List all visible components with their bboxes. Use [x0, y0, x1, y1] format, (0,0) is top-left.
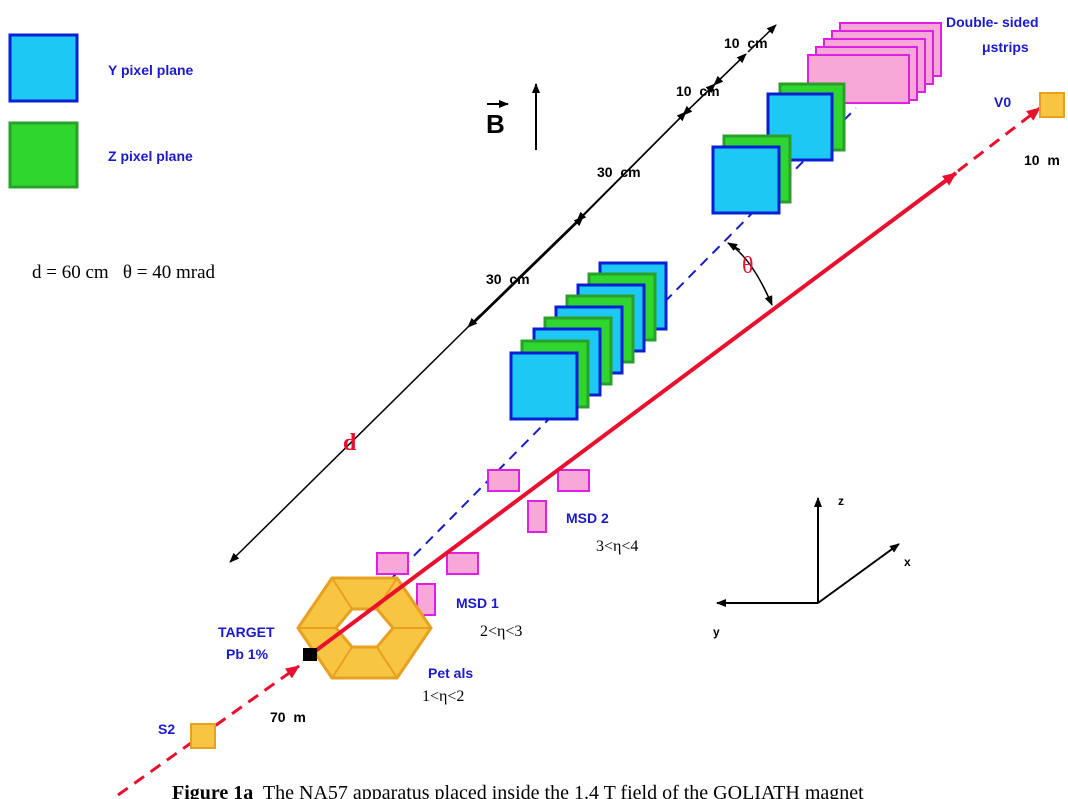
msd2-box-vertical — [527, 500, 547, 533]
target-block — [303, 648, 317, 661]
d-label: d — [343, 430, 357, 456]
field-label: B — [486, 109, 505, 139]
theta-label: θ — [742, 253, 754, 279]
lower-30cm-label: 30 cm — [486, 271, 530, 287]
msd2-label: MSD 2 — [566, 510, 609, 526]
msd-boxes — [376, 469, 590, 616]
figure-caption: Figure 1a The NA57 apparatus placed insi… — [172, 782, 864, 799]
caption-bold: Figure 1a — [172, 782, 253, 799]
v0-label: V0 — [994, 94, 1011, 110]
upper-pixel-planes — [711, 82, 846, 215]
distance-markers — [229, 24, 777, 563]
microstrip-stack — [807, 22, 942, 104]
msd2-box-right — [557, 469, 590, 492]
y-plane-legend-swatch — [8, 33, 79, 103]
msd2-box-left — [487, 469, 520, 492]
y-plane-legend-label: Y pixel plane — [108, 62, 194, 78]
msd1-box-left — [376, 552, 409, 575]
petals-inner-hole — [334, 607, 395, 649]
parameters-text: d = 60 cm θ = 40 mrad — [32, 262, 216, 283]
msd1-box-vertical — [416, 583, 436, 616]
s2-label: S2 — [158, 721, 175, 737]
z-axis-label: z — [838, 494, 844, 508]
msd1-label: MSD 1 — [456, 595, 499, 611]
lower-pixel-telescope — [509, 261, 668, 421]
strips-label-line1: Double- sided — [946, 14, 1039, 30]
beam-solid-track — [308, 171, 958, 657]
legend: Y pixel plane Z pixel plane — [8, 33, 194, 189]
magnetic-field-indicator: B — [486, 83, 540, 150]
y-axis-label: y — [713, 625, 720, 639]
petals-range: 1<η<2 — [422, 688, 464, 705]
caption-text: The NA57 apparatus placed inside the 1.4… — [253, 782, 864, 799]
strips-label-line2: μstrips — [982, 39, 1029, 55]
top-10cm-b-label: 10 cm — [676, 83, 720, 99]
front-y-plane — [509, 351, 579, 421]
target-label-line1: TARGET — [218, 624, 275, 640]
msd2-range: 3<η<4 — [596, 538, 638, 555]
s2-distance-label: 70 m — [270, 709, 306, 725]
z-plane-legend-swatch — [8, 121, 79, 189]
target-label-line2: Pb 1% — [226, 646, 269, 662]
upper-30cm-label: 30 cm — [597, 164, 641, 180]
v0-distance-label: 10 m — [1024, 152, 1060, 168]
v0-counter — [1039, 92, 1065, 118]
z-plane-legend-label: Z pixel plane — [108, 148, 193, 164]
msd1-box-right — [446, 552, 479, 575]
x-axis-label: x — [904, 555, 911, 569]
msd1-range: 2<η<3 — [480, 623, 522, 640]
petals-detector — [296, 576, 433, 680]
coordinate-axes — [716, 497, 900, 607]
top-10cm-a-label: 10 cm — [724, 35, 768, 51]
lower-30cm-arrow-icon — [473, 216, 584, 324]
s2-counter — [190, 723, 216, 749]
beam-line — [117, 106, 1041, 797]
beam-dashed-out-icon — [957, 106, 1041, 173]
x-axis-arrow-icon — [817, 543, 900, 604]
petals-label: Pet als — [428, 665, 473, 681]
d-distance-arrow-icon — [229, 326, 469, 563]
